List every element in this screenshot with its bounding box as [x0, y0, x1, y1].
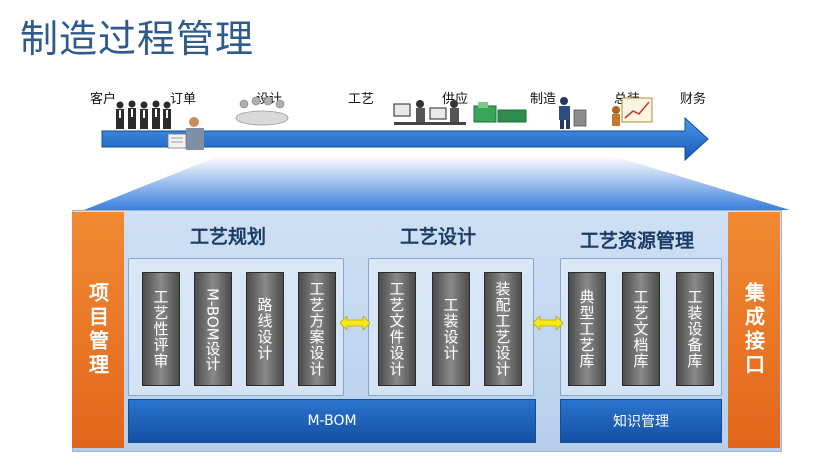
stage-order: 订单: [170, 92, 197, 107]
expansion-fan: [84, 156, 790, 210]
stage-supply: 供应: [442, 92, 469, 107]
item-tooling-design[interactable]: 工装设计: [432, 272, 470, 386]
item-assembly-process-design[interactable]: 装配工艺设计: [484, 272, 522, 386]
project-management-bar: 项目管理: [72, 212, 124, 448]
item-process-document-library[interactable]: 工艺文档库: [622, 272, 660, 386]
knowledge-management-bar[interactable]: 知识管理: [560, 399, 722, 443]
item-process-document-design[interactable]: 工艺文件设计: [378, 272, 416, 386]
stage-manufacture: 制造: [530, 92, 557, 107]
double-arrow-icon: [533, 316, 563, 330]
machine-tool-icon: [473, 102, 527, 123]
customer-group-icon: [116, 100, 171, 129]
section-title-resources: 工艺资源管理: [580, 230, 695, 252]
item-typical-process-library[interactable]: 典型工艺库: [568, 272, 606, 386]
mbom-bar[interactable]: M-BOM: [128, 399, 536, 443]
item-route-design[interactable]: 路线设计: [246, 272, 284, 386]
worker-icon: [559, 97, 587, 129]
double-arrow-icon: [340, 316, 370, 330]
order-clerk-icon: [167, 117, 204, 150]
item-mbom-design[interactable]: M-BOM设计: [194, 272, 232, 386]
section-title-design: 工艺设计: [400, 226, 477, 248]
design-team-icon: [235, 96, 289, 126]
item-process-plan-design[interactable]: 工艺方案设计: [298, 272, 336, 386]
page-title: 制造过程管理: [20, 17, 255, 61]
stage-process: 工艺: [348, 92, 375, 107]
stage-finance: 财务: [680, 92, 707, 107]
item-manufacturability-review[interactable]: 工艺性评审: [142, 272, 180, 386]
item-tooling-equipment-library[interactable]: 工装设备库: [676, 272, 714, 386]
section-title-planning: 工艺规划: [190, 226, 267, 248]
integration-interface-bar: 集成接口: [728, 212, 780, 448]
assembly-chart-icon: [612, 97, 653, 126]
supply-office-icon: [393, 100, 466, 125]
stage-customer: 客户: [90, 92, 117, 107]
